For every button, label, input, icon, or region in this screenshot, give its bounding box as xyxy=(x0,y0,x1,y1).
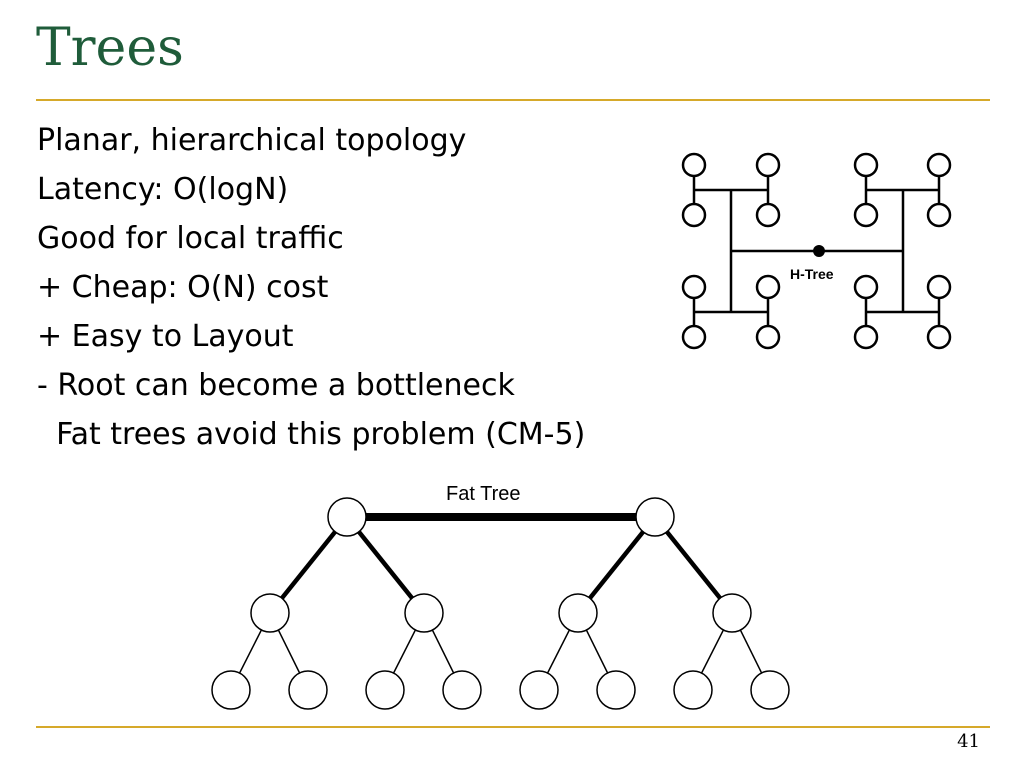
fattree-leaf-node xyxy=(211,670,251,710)
htree-node xyxy=(681,274,707,300)
fattree-leaf-node xyxy=(442,670,482,710)
bullet-item: Fat trees avoid this problem (CM-5) xyxy=(37,417,586,452)
bullet-item: + Easy to Layout xyxy=(37,319,294,354)
fattree-edges xyxy=(230,513,771,691)
bullet-item: Good for local traffic xyxy=(37,221,344,256)
htree-node xyxy=(755,274,781,300)
fattree-mid-node xyxy=(712,593,752,633)
fattree-leaf-node xyxy=(519,670,559,710)
htree-node xyxy=(926,152,952,178)
htree-node xyxy=(755,202,781,228)
htree-node xyxy=(926,324,952,350)
fattree-leaf-node xyxy=(288,670,328,710)
htree-node xyxy=(681,152,707,178)
htree-node xyxy=(681,324,707,350)
htree-node xyxy=(926,274,952,300)
fattree-leaf-node xyxy=(365,670,405,710)
bullet-item: + Cheap: O(N) cost xyxy=(37,270,329,305)
bullet-item: Latency: O(logN) xyxy=(37,172,289,207)
bullet-item: - Root can become a bottleneck xyxy=(37,368,515,403)
bullet-item: Planar, hierarchical topology xyxy=(37,123,467,158)
htree-node xyxy=(853,274,879,300)
htree-node xyxy=(926,202,952,228)
htree-node xyxy=(755,152,781,178)
fattree-root-node xyxy=(635,497,675,537)
title-divider xyxy=(36,99,990,101)
fattree-leaf-node xyxy=(596,670,636,710)
fattree-root-node xyxy=(327,497,367,537)
htree-nodes xyxy=(681,152,952,350)
htree-node xyxy=(853,324,879,350)
htree-label: H-Tree xyxy=(790,266,834,282)
htree-node xyxy=(755,324,781,350)
footer-divider xyxy=(36,726,990,728)
htree-node xyxy=(681,202,707,228)
fattree-label: Fat Tree xyxy=(446,483,520,505)
htree-edges xyxy=(692,176,941,326)
htree-node xyxy=(853,202,879,228)
fattree-mid-node xyxy=(250,593,290,633)
bullet-list: Planar, hierarchical topology Latency: O… xyxy=(37,116,585,459)
htree-node xyxy=(853,152,879,178)
htree-root-dot xyxy=(813,245,825,257)
fattree-mid-node xyxy=(404,593,444,633)
fattree-mid-node xyxy=(558,593,598,633)
fattree-leaf-node xyxy=(673,670,713,710)
fattree-nodes xyxy=(211,497,790,710)
fattree-leaf-node xyxy=(750,670,790,710)
slide-title: Trees xyxy=(36,18,184,78)
page-number: 41 xyxy=(957,731,980,752)
